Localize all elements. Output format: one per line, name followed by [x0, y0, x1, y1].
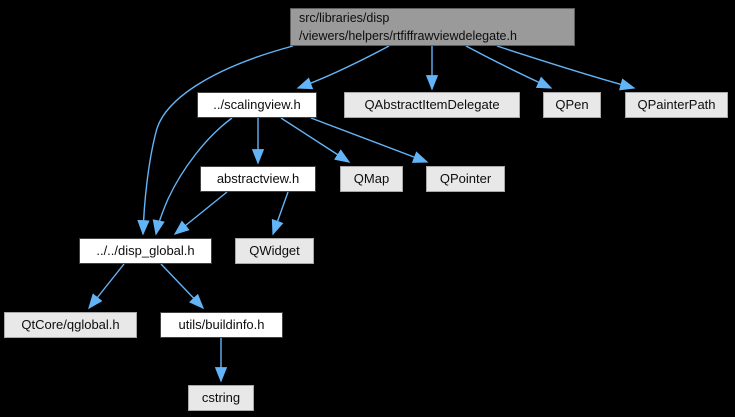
edge-main-to-scalingview [296, 45, 390, 90]
edge-abstractview-to-disp-global [173, 191, 228, 235]
edge-main-to-qpainterpath [496, 45, 636, 91]
edge-main-to-disp-global [137, 45, 294, 236]
node-utils-buildinfo-header[interactable]: utils/buildinfo.h [160, 312, 283, 338]
node-qwidget: QWidget [235, 238, 314, 264]
node-cstring: cstring [188, 385, 254, 411]
node-qpainterpath: QPainterPath [625, 92, 728, 118]
node-qtcore-qglobal: QtCore/qglobal.h [4, 312, 137, 338]
edge-scalingview-to-disp-global [152, 117, 233, 236]
node-qpen: QPen [543, 92, 601, 118]
edge-disp-global-to-qtcore-qglobal [88, 263, 125, 310]
node-qpointer: QPointer [426, 166, 505, 192]
edge-abstractview-to-qwidget [271, 191, 289, 236]
edge-scalingview-to-qpointer [310, 117, 429, 163]
node-qabstractitemdelegate: QAbstractItemDelegate [344, 92, 520, 118]
node-abstractview-header[interactable]: abstractview.h [200, 166, 316, 192]
node-disp-global-header[interactable]: ../../disp_global.h [79, 238, 212, 264]
edge-disp-global-to-utils-buildinfo [160, 263, 205, 310]
edge-main-to-qpen [465, 45, 553, 89]
node-scalingview-header[interactable]: ../scalingview.h [197, 92, 317, 118]
edge-scalingview-to-qmap [280, 117, 351, 163]
node-qmap: QMap [340, 166, 403, 192]
node-rtfiffrawviewdelegate-header: src/libraries/disp /viewers/helpers/rtfi… [290, 8, 575, 46]
